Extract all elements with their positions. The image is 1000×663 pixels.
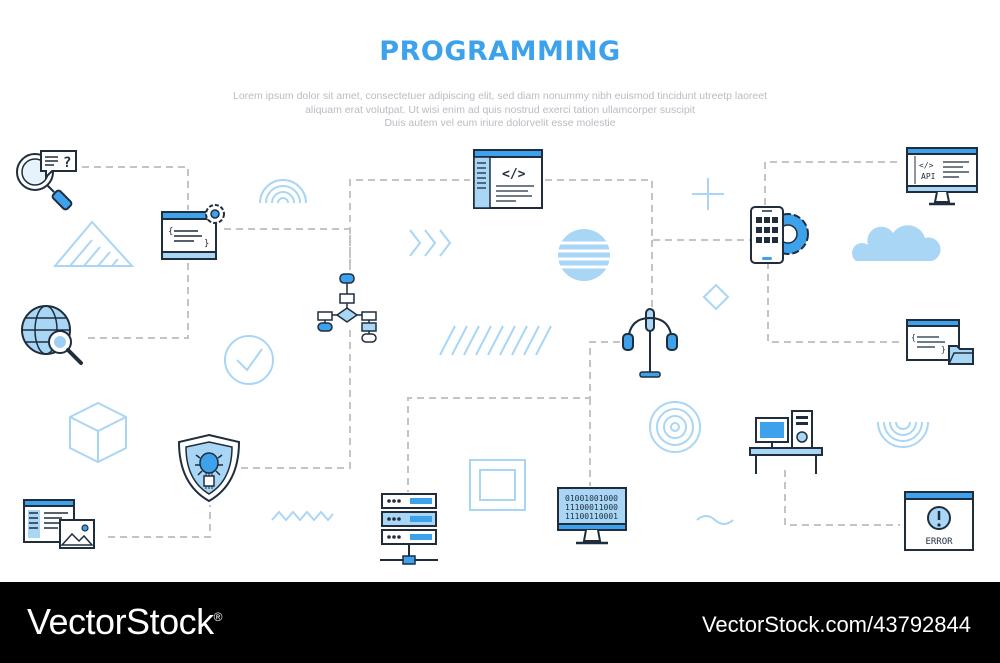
footer-banner: VectorStock® VectorStock.com/43792844 xyxy=(0,582,1000,663)
mobile-app-settings-icon xyxy=(748,204,812,268)
brand-name: VectorStock xyxy=(27,601,214,642)
server-network-icon xyxy=(378,492,440,566)
connector-lines xyxy=(70,161,900,538)
svg-text:}: } xyxy=(941,345,946,354)
code-folder-icon: { } xyxy=(905,318,975,366)
page-title: PROGRAMMING xyxy=(379,36,621,67)
globe-search-icon xyxy=(20,302,86,368)
registered-mark: ® xyxy=(213,610,223,624)
binary-line: 11100110001 xyxy=(565,512,618,521)
svg-text:?: ? xyxy=(63,155,71,171)
code-tag-text: </> xyxy=(502,167,526,182)
description-line: aliquam erat volutpat. Ut wisi enim ad q… xyxy=(305,103,695,116)
binary-line: 01001001000 xyxy=(565,494,618,503)
brand-logo: VectorStock® xyxy=(27,601,222,643)
code-editor-window-icon: </> xyxy=(472,148,544,210)
api-tag-text: </> xyxy=(919,161,934,170)
search-question-icon: ? xyxy=(14,148,82,214)
svg-text:{: { xyxy=(168,227,173,237)
api-label: API xyxy=(921,172,936,181)
flowchart-icon xyxy=(316,272,378,344)
description-line: Duis autem vel eum iriure dolorvelit ess… xyxy=(384,117,616,129)
binary-line: 11100011000 xyxy=(565,503,618,512)
code-settings-window-icon: { } xyxy=(160,200,232,262)
desk-computer-icon xyxy=(748,408,824,476)
binary-monitor-icon: 01001001000 11100011000 11100110001 xyxy=(556,486,628,548)
code-image-document-icon xyxy=(22,498,98,552)
description-text: Lorem ipsum dolor sit amet, consectetuer… xyxy=(150,90,850,131)
error-window-icon: ERROR xyxy=(903,490,975,552)
api-monitor-icon: </> API xyxy=(905,146,979,210)
description-line: Lorem ipsum dolor sit amet, consectetuer… xyxy=(232,90,768,102)
svg-text:{: { xyxy=(911,333,916,342)
decorative-background-shapes xyxy=(52,178,941,525)
image-credit: VectorStock.com/43792844 xyxy=(701,612,971,637)
headphones-stand-icon xyxy=(620,306,680,380)
svg-text:}: } xyxy=(204,239,209,249)
infographic-canvas: PROGRAMMING Lorem ipsum dolor sit amet, … xyxy=(14,36,979,566)
error-label: ERROR xyxy=(925,537,953,547)
bug-shield-icon xyxy=(176,432,242,504)
